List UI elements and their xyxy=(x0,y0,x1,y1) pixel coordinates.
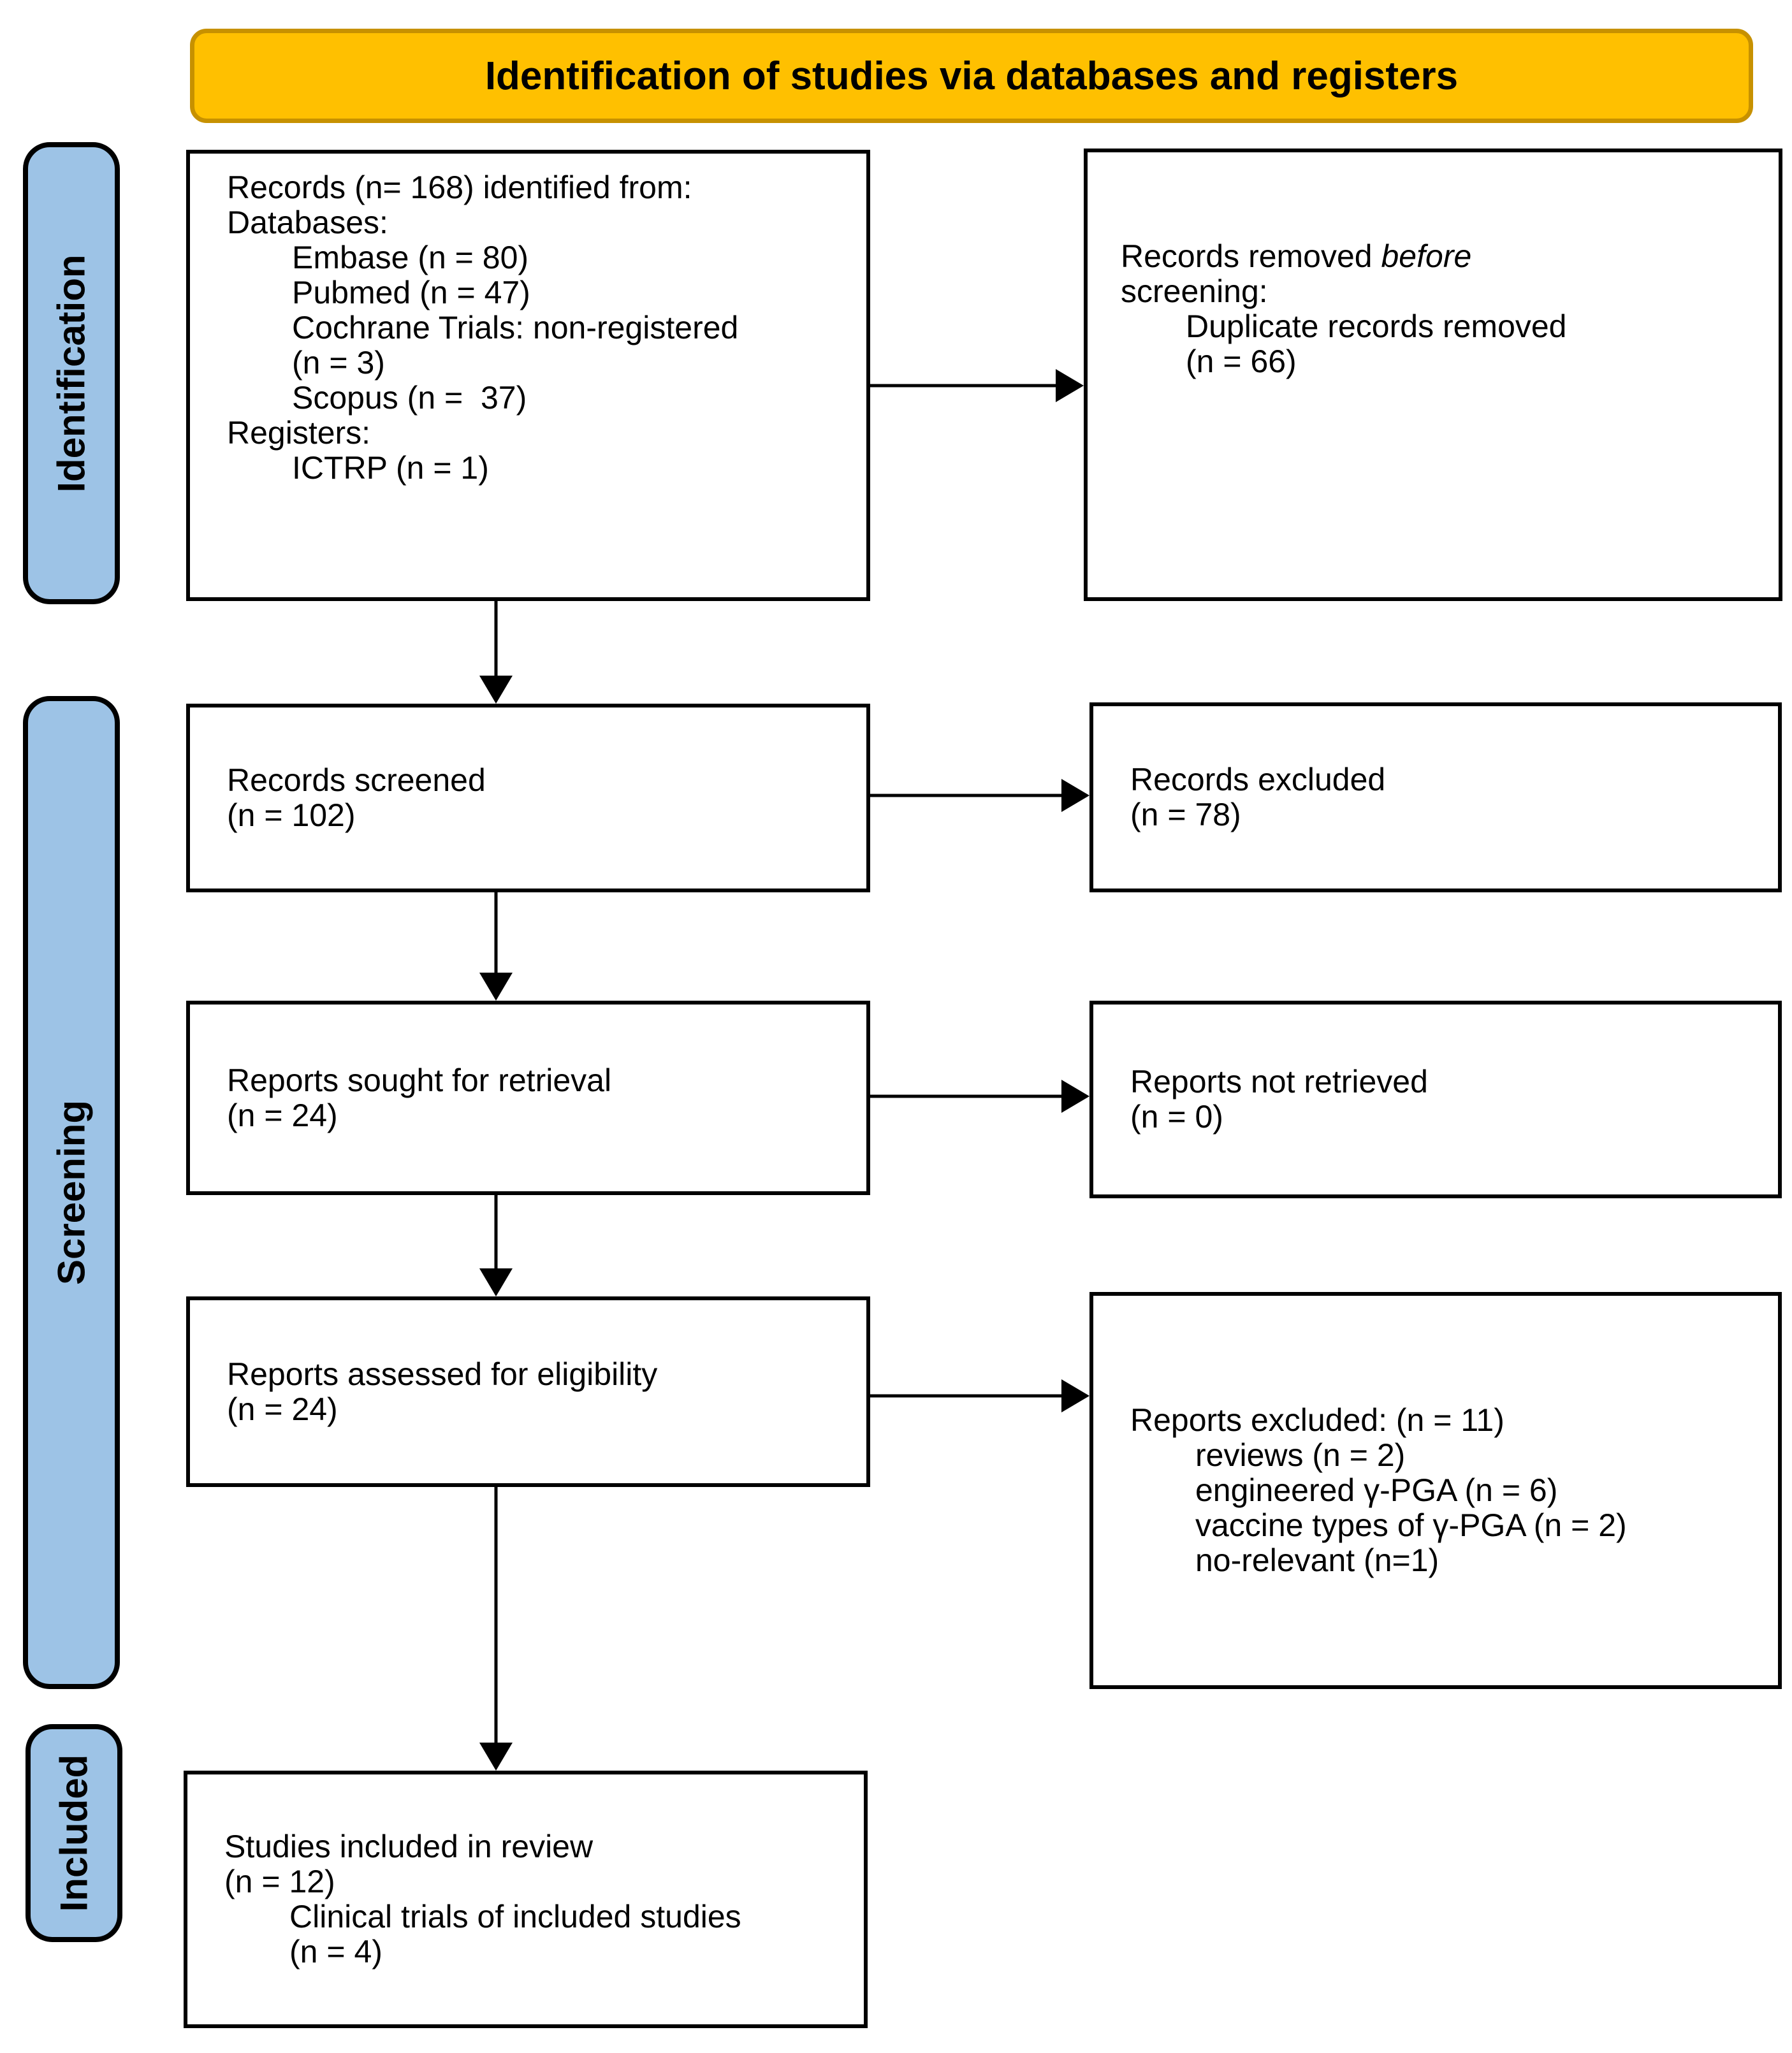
box-line: Reports excluded: (n = 11) xyxy=(1130,1402,1504,1438)
arrow-identified-to-removed xyxy=(870,369,1084,402)
arrow-assessed-to-included xyxy=(479,1487,513,1771)
box-records-identified: Records (n= 168) identified from:Databas… xyxy=(186,150,870,601)
box-line: Cochrane Trials: non-registered xyxy=(292,310,739,345)
box-line: Clinical trials of included studies xyxy=(289,1899,741,1934)
title-banner: Identification of studies via databases … xyxy=(190,29,1753,123)
box-line: Duplicate records removed xyxy=(1186,308,1567,344)
box-line: Pubmed (n = 47) xyxy=(292,275,530,310)
box-line: (n = 4) xyxy=(289,1934,382,1970)
box-line: (n = 102) xyxy=(227,797,356,833)
box-line: screening: xyxy=(1121,273,1268,309)
box-line: Reports sought for retrieval xyxy=(227,1062,612,1098)
box-reports-sought-for-retrieval: Reports sought for retrieval(n = 24) xyxy=(186,1001,870,1195)
box-records-excluded: Records excluded(n = 78) xyxy=(1089,702,1782,892)
stage-label-identification: Identification xyxy=(23,142,120,604)
box-line: vaccine types of γ-PGA (n = 2) xyxy=(1195,1507,1627,1543)
arrow-screened-to-excluded xyxy=(870,779,1089,812)
box-line: Embase (n = 80) xyxy=(292,240,529,275)
box-line: Scopus (n = 37) xyxy=(292,380,527,416)
box-line: (n = 24) xyxy=(227,1097,338,1133)
box-line: (n = 3) xyxy=(292,345,385,381)
stage-label-identification-text: Identification xyxy=(50,254,93,493)
box-reports-excluded: Reports excluded: (n = 11)reviews (n = 2… xyxy=(1089,1292,1782,1689)
box-studies-included-in-review: Studies included in review(n = 12)Clinic… xyxy=(184,1771,868,2028)
box-line: (n = 24) xyxy=(227,1391,338,1427)
stage-label-screening: Screening xyxy=(23,696,120,1689)
box-line: (n = 78) xyxy=(1130,797,1241,832)
arrow-sought-to-assessed xyxy=(479,1195,513,1296)
box-line: no-relevant (n=1) xyxy=(1195,1542,1439,1578)
box-line: (n = 66) xyxy=(1186,344,1297,379)
box-reports-not-retrieved: Reports not retrieved(n = 0) xyxy=(1089,1001,1782,1198)
arrow-identified-to-screened xyxy=(479,601,513,704)
box-line: Reports not retrieved xyxy=(1130,1064,1428,1099)
stage-label-included: Included xyxy=(25,1724,122,1942)
box-reports-assessed-for-eligibility: Reports assessed for eligibility(n = 24) xyxy=(186,1296,870,1487)
arrow-sought-to-not-retrieved xyxy=(870,1080,1089,1113)
box-line: reviews (n = 2) xyxy=(1195,1437,1406,1473)
box-line: Reports assessed for eligibility xyxy=(227,1356,658,1392)
arrow-assessed-to-reports-excluded xyxy=(870,1379,1089,1412)
box-line: Records (n= 168) identified from: xyxy=(227,170,692,205)
arrow-screened-to-sought xyxy=(479,892,513,1001)
box-line: Registers: xyxy=(227,415,371,451)
box-line: Records removed before xyxy=(1121,238,1472,274)
box-line: (n = 12) xyxy=(224,1864,335,1899)
title-banner-label: Identification of studies via databases … xyxy=(484,54,1459,98)
stage-label-screening-text: Screening xyxy=(50,1099,93,1286)
stage-label-included-text: Included xyxy=(52,1754,96,1912)
box-line: engineered γ-PGA (n = 6) xyxy=(1195,1472,1558,1508)
box-line: Records screened xyxy=(227,762,486,798)
box-line: Databases: xyxy=(227,205,388,240)
box-records-screened: Records screened(n = 102) xyxy=(186,704,870,892)
box-line: Studies included in review xyxy=(224,1829,594,1864)
box-line: Records excluded xyxy=(1130,762,1386,797)
box-line: ICTRP (n = 1) xyxy=(292,450,489,486)
box-line: (n = 0) xyxy=(1130,1099,1223,1135)
